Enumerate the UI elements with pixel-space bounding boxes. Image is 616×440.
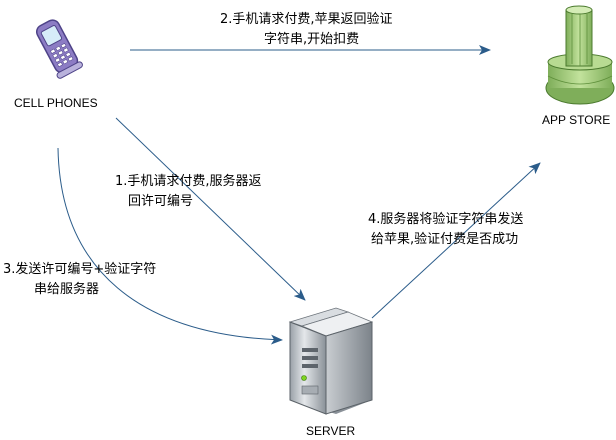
arrow-step3	[57, 147, 283, 345]
step2-text: 2.手机请求付费,苹果返回验证 字符串,开始扣费	[220, 10, 393, 50]
step1-text: 1.手机请求付费,服务器返 回许可编号	[115, 172, 262, 212]
step4-text: 4.服务器将验证字符串发送 给苹果,验证付费是否成功	[368, 210, 523, 250]
step2-line1: 2.手机请求付费,苹果返回验证	[220, 12, 393, 27]
step3-line1: 3.发送许可编号+验证字符	[3, 262, 157, 277]
step2-line2: 字符串,开始扣费	[264, 32, 360, 47]
arrow-step4	[371, 162, 541, 319]
step4-line2: 给苹果,验证付费是否成功	[371, 232, 519, 247]
step4-line1: 4.服务器将验证字符串发送	[368, 212, 524, 227]
server-label: SERVER	[306, 424, 356, 438]
step3-line2: 串给服务器	[34, 282, 100, 297]
server-tower-icon	[288, 307, 374, 415]
app-store-tower-icon	[545, 5, 615, 105]
cell-phones-label: CELL PHONES	[14, 96, 98, 110]
step1-line1: 1.手机请求付费,服务器返	[115, 174, 262, 189]
step3-text: 3.发送许可编号+验证字符 串给服务器	[3, 260, 156, 300]
arrow-step1	[115, 117, 306, 301]
cellphone-icon	[35, 19, 83, 79]
step1-line2: 回许可编号	[128, 194, 194, 209]
app-store-label: APP STORE	[542, 113, 611, 127]
